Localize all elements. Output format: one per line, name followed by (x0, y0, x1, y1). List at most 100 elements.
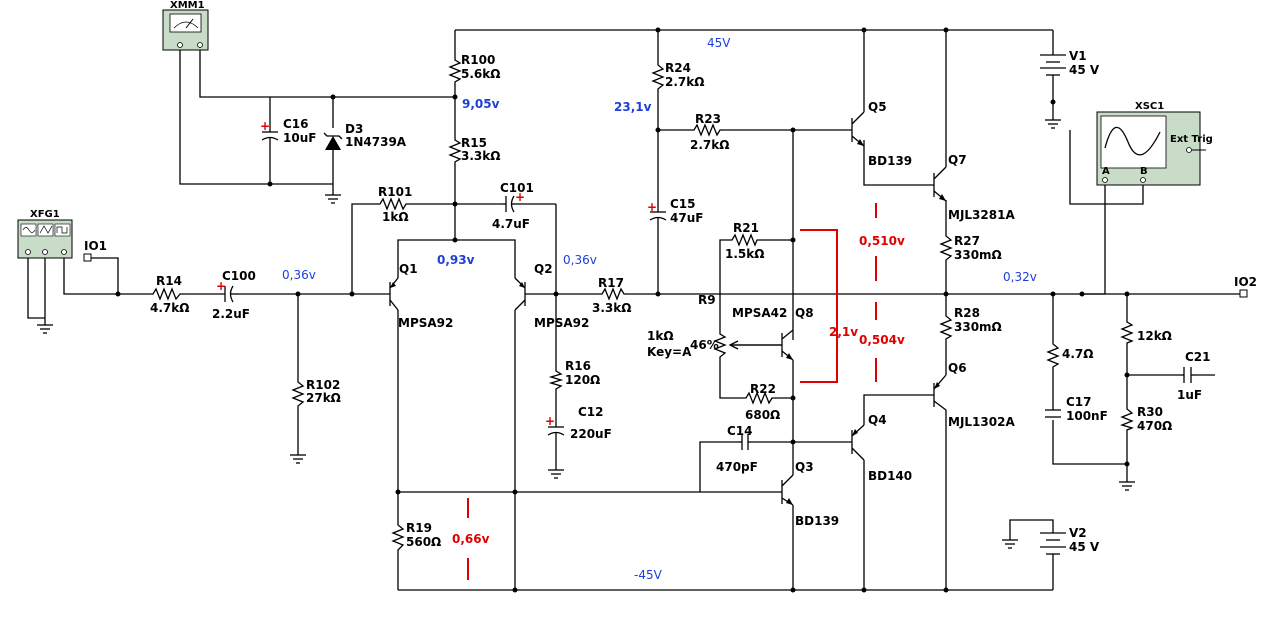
ground-icon (290, 454, 306, 464)
r24-symbol (651, 60, 665, 95)
v1-value: 45 V (1069, 63, 1100, 77)
junctions (115, 27, 1130, 593)
q8-name: Q8 (795, 306, 814, 320)
io1-connector[interactable] (83, 253, 92, 262)
v2-value: 45 V (1069, 540, 1100, 554)
svg-text:+: + (545, 414, 555, 428)
r30-value: 470Ω (1137, 419, 1172, 433)
r16-name: R16 (565, 359, 591, 373)
r22-name: R22 (750, 382, 776, 396)
ground-icon (548, 469, 564, 479)
c12-value: 220uF (570, 427, 612, 441)
voltage-032-output: 0,32v (1003, 270, 1037, 284)
voltage-0504: 0,504v (859, 333, 905, 347)
xmm1-label: XMM1 (170, 0, 205, 11)
r22-symbol (742, 391, 775, 405)
r9-value: 1kΩ (647, 329, 674, 343)
ground-icon (37, 324, 53, 334)
rail-neg-voltage: -45V (634, 568, 663, 582)
svg-text:+: + (647, 200, 657, 214)
io2-connector[interactable] (1239, 289, 1248, 298)
c14-name: C14 (727, 424, 753, 438)
voltage-21: 2,1v (829, 325, 858, 339)
q2-name: Q2 (534, 262, 553, 276)
capacitors: + + + + + (216, 119, 1195, 450)
r15-name: R15 (461, 136, 487, 150)
v2-name: V2 (1069, 526, 1087, 540)
svg-text:+: + (260, 119, 270, 133)
r27-value: 330mΩ (954, 248, 1002, 262)
function-generator-xfg1[interactable] (17, 219, 73, 259)
d3-value: 1N4739A (345, 135, 407, 149)
r17-value: 3.3kΩ (592, 301, 631, 315)
q7-transistor (933, 160, 947, 202)
r15-symbol (448, 135, 462, 165)
r23-value: 2.7kΩ (690, 138, 729, 152)
r19-symbol (391, 520, 405, 555)
c16-name: C16 (283, 117, 309, 131)
r28-value: 330mΩ (954, 320, 1002, 334)
d3-name: D3 (345, 122, 363, 136)
r21-name: R21 (733, 221, 759, 235)
q3-transistor (781, 474, 794, 506)
q1-value: MPSA92 (398, 316, 453, 330)
r9-name: R9 (698, 293, 716, 307)
r21-symbol (728, 233, 760, 247)
grounds (37, 119, 1135, 549)
q3-name: Q3 (795, 460, 814, 474)
c101-name: C101 (500, 181, 534, 195)
r22-value: 680Ω (745, 408, 780, 422)
r30-symbol (1120, 405, 1134, 432)
voltage-036-feedback: 0,36v (563, 253, 597, 267)
io1-label: IO1 (84, 239, 107, 253)
voltage-annotations: 45V -45V 9,05v 23,1v 0,36v 0,93v 0,36v 0… (282, 36, 1037, 582)
svg-text:+: + (515, 190, 525, 204)
r9-key: Key=A (647, 345, 692, 359)
r16-symbol (548, 368, 564, 392)
q3-value: BD139 (795, 514, 839, 528)
voltage-093: 0,93v (437, 253, 475, 267)
q7-name: Q7 (948, 153, 967, 167)
rail-pos-voltage: 45V (707, 36, 731, 50)
r101-value: 1kΩ (382, 210, 409, 224)
component-labels: XMM1 XFG1 XSC1 Ext Trig A B IO1 IO2 R100… (30, 0, 1257, 554)
r100-value: 5.6kΩ (461, 67, 500, 81)
wires (27, 29, 1240, 591)
q5-name: Q5 (868, 100, 887, 114)
r-12k-symbol (1120, 318, 1134, 345)
r-zobel-symbol (1046, 340, 1060, 370)
io2-label: IO2 (1234, 275, 1257, 289)
c17-value: 100nF (1066, 409, 1108, 423)
q5-value: BD139 (868, 154, 912, 168)
measurement-markers (467, 203, 877, 580)
multimeter-xmm1[interactable] (162, 9, 209, 51)
q4-transistor (851, 424, 865, 461)
oscilloscope-xsc1[interactable] (1096, 111, 1206, 186)
r-12k-value: 12kΩ (1137, 329, 1172, 343)
xsc1-label: XSC1 (1135, 101, 1164, 112)
r101-symbol (375, 197, 410, 211)
resistors (148, 55, 1134, 555)
r16-value: 120Ω (565, 373, 600, 387)
r19-name: R19 (406, 521, 432, 535)
q4-name: Q4 (868, 413, 887, 427)
r9-symbol (713, 330, 727, 360)
r100-symbol (448, 55, 462, 85)
q5-transistor (851, 100, 865, 147)
voltage-066: 0,66v (452, 532, 490, 546)
ground-icon (1119, 481, 1135, 491)
r23-symbol (690, 123, 724, 137)
ground-icon (325, 194, 341, 204)
r14-name: R14 (156, 274, 182, 288)
r102-symbol (291, 378, 305, 412)
scope-a-label: A (1102, 166, 1110, 177)
xfg1-label: XFG1 (30, 209, 60, 220)
c100-value: 2.2uF (212, 307, 250, 321)
q2-transistor (514, 277, 526, 311)
q1-name: Q1 (399, 262, 418, 276)
r21-value: 1.5kΩ (725, 247, 764, 261)
voltage-0510: 0,510v (859, 234, 905, 248)
r27-symbol (939, 232, 953, 266)
transistors (389, 100, 947, 506)
